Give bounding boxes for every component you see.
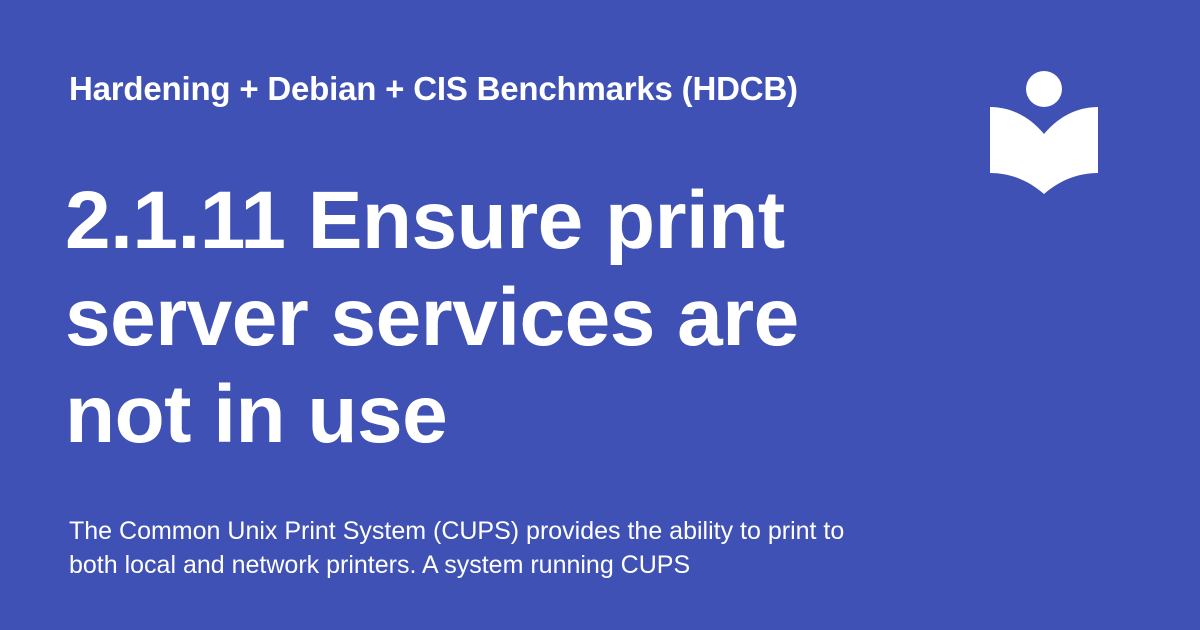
page-description: The Common Unix Print System (CUPS) prov… [69,517,845,579]
reader-book-icon [989,71,1099,195]
site-title: Hardening + Debian + CIS Benchmarks (HDC… [69,70,798,107]
page-title: 2.1.11 Ensure print server services are … [65,175,799,460]
